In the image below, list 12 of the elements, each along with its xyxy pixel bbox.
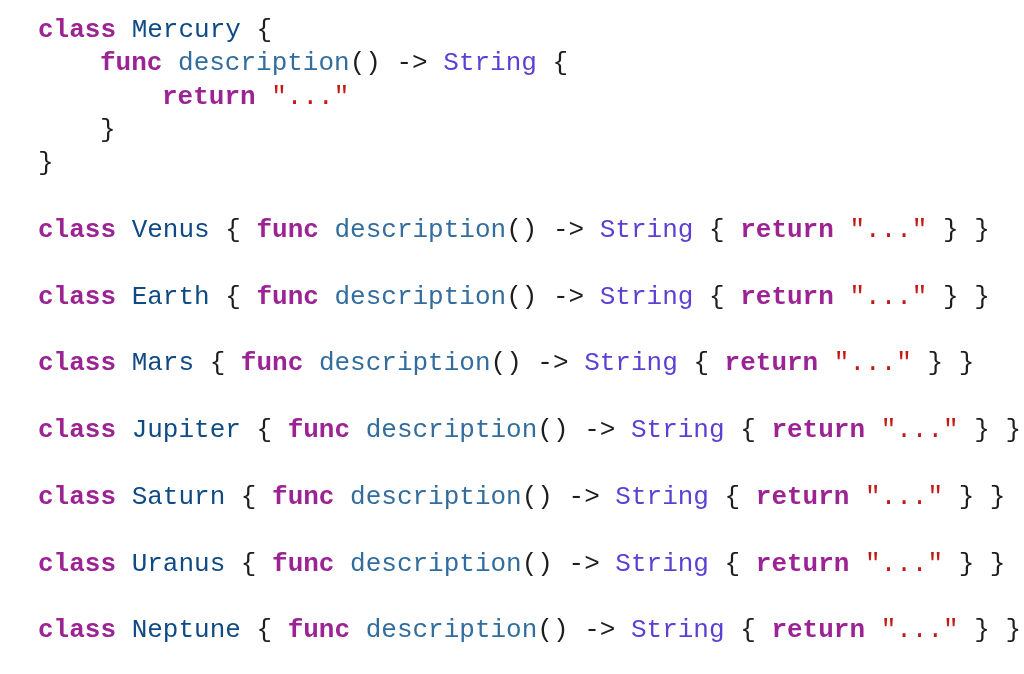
code-line: class Mars { func description() -> String { return "..." } } bbox=[38, 347, 975, 380]
code-line: } bbox=[100, 113, 116, 146]
code-line: class Mercury { bbox=[38, 14, 273, 46]
code-line: func description() -> String { bbox=[100, 47, 569, 80]
code-line: return "..." bbox=[162, 80, 350, 113]
code-line: class Venus { func description() -> String { return "..." } } bbox=[38, 214, 990, 246]
code-line: class Neptune { func description() -> String { return "..." } } bbox=[38, 614, 1022, 647]
code-line: class Earth { func description() -> String { return "..." } } bbox=[38, 280, 990, 313]
code-line: } bbox=[38, 147, 54, 180]
code-line: class Saturn { func description() -> String { return "..." } } bbox=[38, 480, 1006, 513]
code-line: class Uranus { func description() -> String { return "..." } } bbox=[38, 547, 1006, 580]
code-line: class Jupiter { func description() -> String { return "..." } } bbox=[38, 414, 1022, 447]
